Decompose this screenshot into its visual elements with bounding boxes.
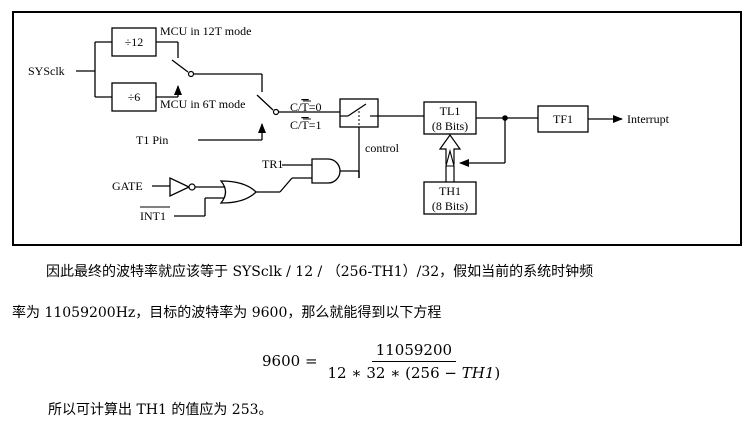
svg-text:÷6: ÷6: [128, 90, 141, 104]
diagram-frame: [12, 11, 742, 246]
svg-text:(8 Bits): (8 Bits): [432, 199, 468, 213]
svg-text:TL1: TL1: [440, 104, 461, 118]
equation-fraction: 11059200 12 ∗ 32 ∗ (256 − TH1): [324, 341, 505, 382]
equation: 9600 = 11059200 12 ∗ 32 ∗ (256 − TH1): [262, 338, 504, 384]
ct-select-switch: [256, 94, 280, 116]
equation-numerator: 11059200: [371, 341, 457, 362]
tf1-flag: TF1: [537, 105, 589, 133]
div6-block: ÷6: [111, 82, 157, 112]
div12-block: ÷12: [111, 27, 157, 57]
svg-text:÷12: ÷12: [125, 35, 144, 49]
not-gate: [169, 176, 196, 198]
svg-text:TF1: TF1: [553, 112, 573, 126]
paragraph-result: 所以可计算出 TH1 的值应为 253。: [48, 402, 273, 418]
clock-select-switch: [171, 59, 195, 78]
timer1-block-diagram: SYSclk ÷12 ÷6 MCU in 12T mode MCU in 6T …: [12, 11, 742, 246]
paragraph-example: 率为 11059200Hz，目标的波特率为 9600，那么就能得到以下方程: [12, 305, 442, 321]
mode12-label: MCU in 12T mode: [160, 24, 251, 38]
equation-denominator: 12 ∗ 32 ∗ (256 − TH1): [327, 363, 501, 382]
sysclk-label: SYSclk: [28, 64, 65, 78]
mode6-label: MCU in 6T mode: [160, 97, 245, 111]
tr1-label: TR1: [262, 157, 283, 171]
gate-label: GATE: [112, 179, 143, 193]
paragraph-baud-rate: 因此最终的波特率就应该等于 SYSclk / 12 / （256-TH1）/32…: [46, 264, 594, 280]
control-label: control: [365, 141, 400, 155]
th1-register: TH1 (8 Bits): [423, 181, 477, 215]
svg-text:TH1: TH1: [439, 184, 461, 198]
control-switch-block: [339, 98, 379, 128]
ct1-label: C/T=1: [290, 118, 321, 132]
svg-text:(8 Bits): (8 Bits): [432, 119, 468, 133]
and-gate: [311, 158, 341, 184]
reload-arrow: [438, 133, 462, 167]
interrupt-label: Interrupt: [627, 112, 670, 126]
t1pin-label: T1 Pin: [136, 133, 168, 147]
ct0-label: C/T=0: [290, 100, 321, 114]
or-gate: [219, 180, 257, 204]
tl1-register: TL1 (8 Bits): [423, 101, 477, 135]
int1-label: INT1: [140, 209, 166, 223]
equation-lhs: 9600 =: [262, 352, 318, 370]
